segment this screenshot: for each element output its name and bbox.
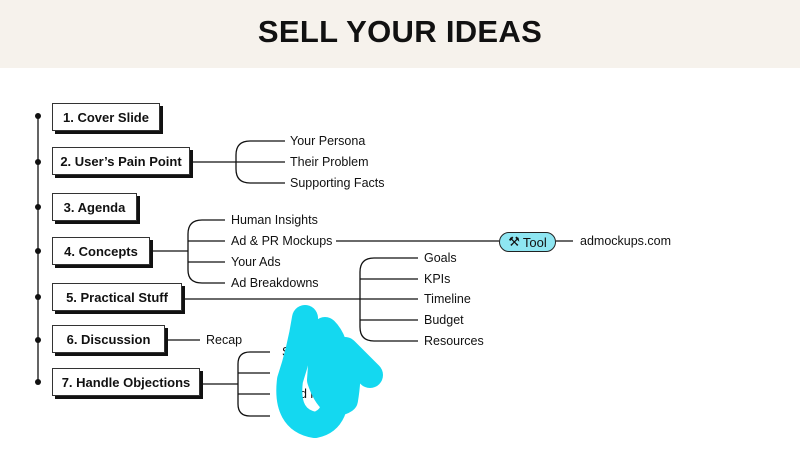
- branch-label: Ad Breakdowns: [231, 276, 319, 290]
- branch-label: Timeline: [424, 292, 471, 306]
- step-agenda[interactable]: 3. Agenda: [52, 193, 137, 221]
- tools-icon: ⚒: [508, 234, 520, 249]
- step-label: 4. Concepts: [64, 243, 138, 259]
- branch-label: KPIs: [424, 272, 451, 286]
- step-label: 2. User’s Pain Point: [60, 153, 182, 169]
- branch-label: Ad & PR Mockups: [231, 234, 333, 248]
- step-users-pain-point[interactable]: 2. User’s Pain Point: [52, 147, 190, 175]
- step-label: 3. Agenda: [63, 199, 126, 215]
- step-cover-slide[interactable]: 1. Cover Slide: [52, 103, 160, 131]
- step-label: 1. Cover Slide: [63, 109, 149, 125]
- branch-label: Recap: [206, 333, 243, 347]
- step-concepts[interactable]: 4. Concepts: [52, 237, 150, 265]
- branch-label: Budget: [424, 313, 464, 327]
- branch-label: Supporting Facts: [290, 176, 385, 190]
- tool-label: Tool: [522, 234, 547, 250]
- tool-link[interactable]: admockups.com: [580, 234, 672, 248]
- branch-label: Your Persona: [290, 134, 366, 148]
- step-label: 5. Practical Stuff: [66, 289, 168, 305]
- branch-label: Your Ads: [231, 255, 281, 269]
- branch-label: Goals: [424, 251, 457, 265]
- tool-badge: ⚒Tool: [499, 232, 556, 252]
- step-label: 7. Handle Objections: [61, 374, 191, 390]
- branch-label: Resources: [424, 334, 484, 348]
- branch-label: Their Problem: [290, 155, 369, 169]
- step-discussion[interactable]: 6. Discussion: [52, 325, 165, 353]
- step-practical-stuff[interactable]: 5. Practical Stuff: [52, 283, 182, 311]
- branch-label: Human Insights: [231, 213, 318, 227]
- header-band: [0, 0, 800, 68]
- page-title: SELL YOUR IDEAS: [257, 14, 543, 49]
- step-handle-objections[interactable]: 7. Handle Objections: [52, 368, 200, 396]
- step-label: 6. Discussion: [66, 331, 151, 347]
